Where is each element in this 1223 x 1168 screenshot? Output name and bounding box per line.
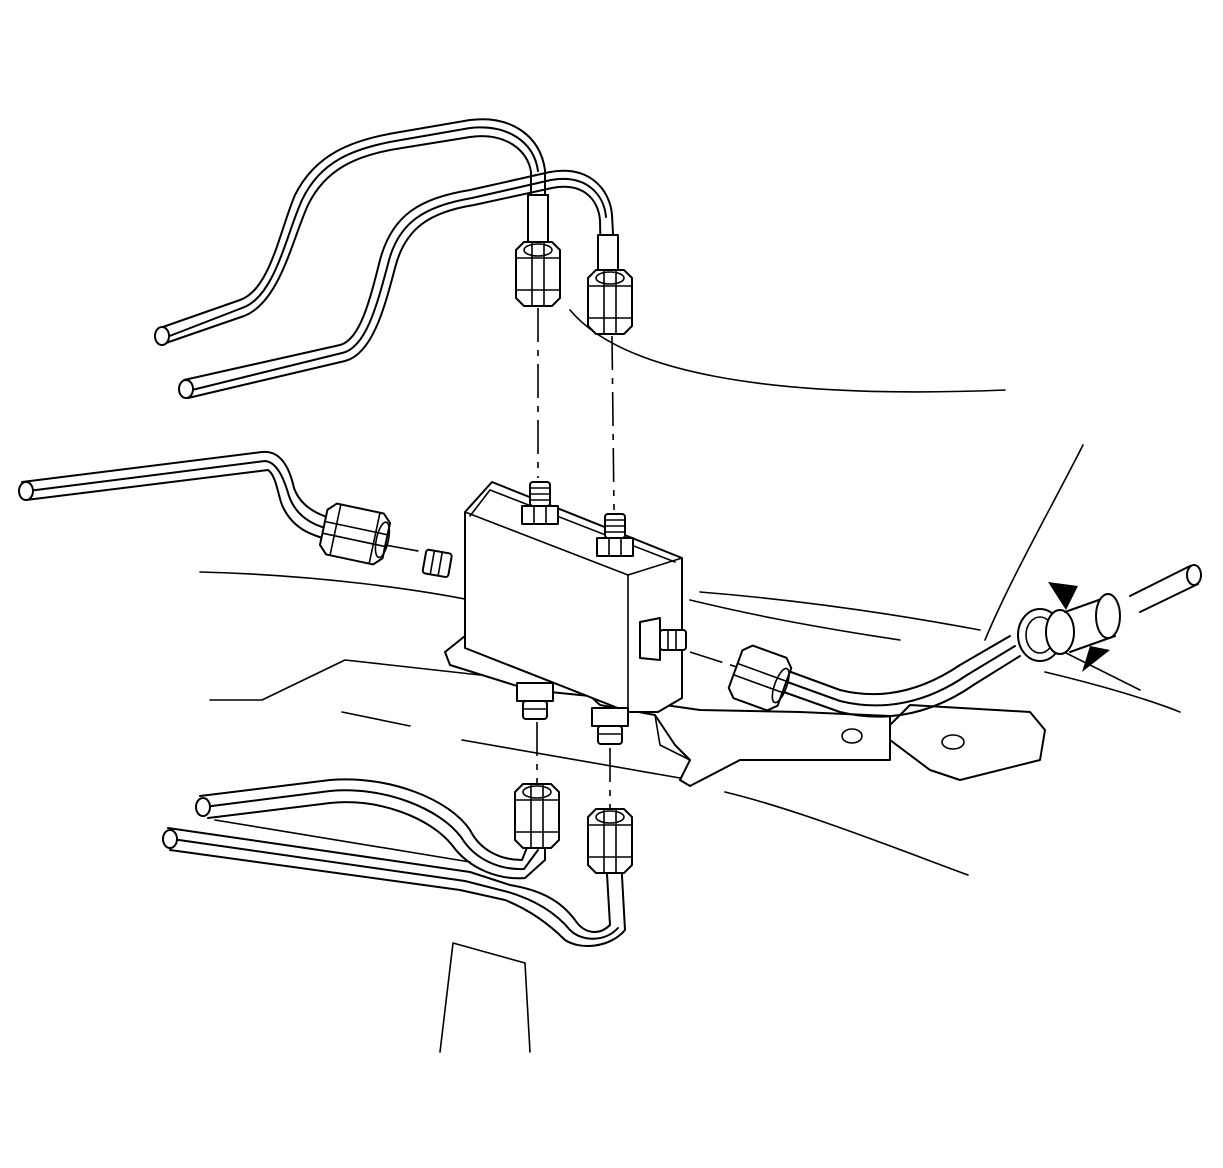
tube-nut-upper-left: [515, 241, 561, 307]
upper-brake-lines: [154, 118, 633, 399]
alignment-lines-upper: [537, 308, 615, 511]
lower-brake-lines: [162, 778, 633, 947]
body-outline: [199, 309, 1181, 1053]
tube-nut-lower-left: [514, 783, 560, 849]
tube-nut-upper-right: [587, 269, 633, 335]
arrow-icon: [1082, 646, 1110, 672]
arrow-icon: [1048, 582, 1078, 610]
alignment-lines-lower: [536, 722, 611, 812]
right-brake-line: [689, 564, 1202, 718]
left-brake-line: [18, 450, 441, 566]
tube-nut-lower-right: [587, 808, 633, 874]
combination-valve: [421, 481, 687, 745]
